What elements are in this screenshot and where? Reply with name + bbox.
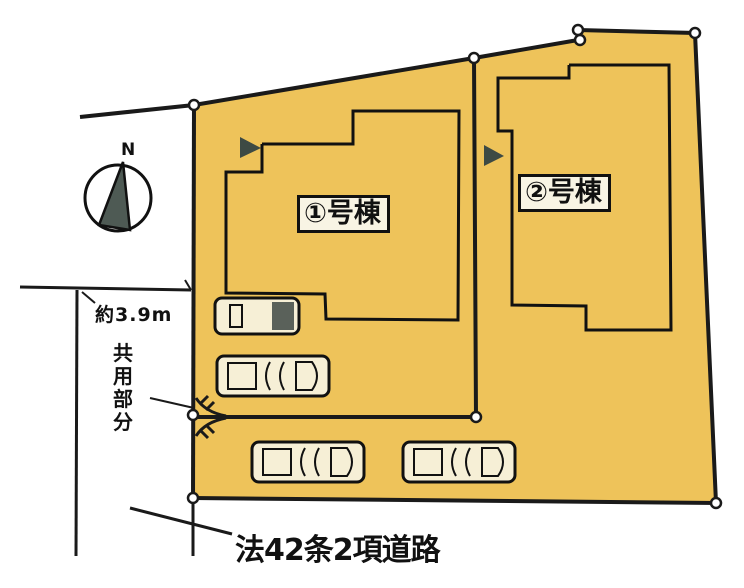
north-label: N (121, 140, 136, 160)
car-icon (250, 440, 366, 484)
common-area-label: 共用部分 (113, 341, 133, 434)
building-2-outline (496, 63, 673, 332)
building-1-outline (224, 109, 461, 322)
building-2-label: ②号棟 (518, 174, 611, 212)
car-icon (401, 440, 517, 484)
north-arrow-icon (83, 161, 153, 233)
car-icon (215, 354, 331, 398)
building-1-label: ①号棟 (297, 195, 390, 233)
boundary-marker-icon (186, 23, 723, 510)
lot-2-area (193, 30, 716, 503)
road-label: 法42条2項道路 (235, 533, 441, 568)
car-icon (213, 296, 301, 336)
access-width-label: 約3.9m (95, 304, 173, 326)
common-area-hatch (194, 394, 227, 440)
entrance-marker-icon (484, 145, 504, 166)
entrance-marker-icon (240, 137, 261, 158)
